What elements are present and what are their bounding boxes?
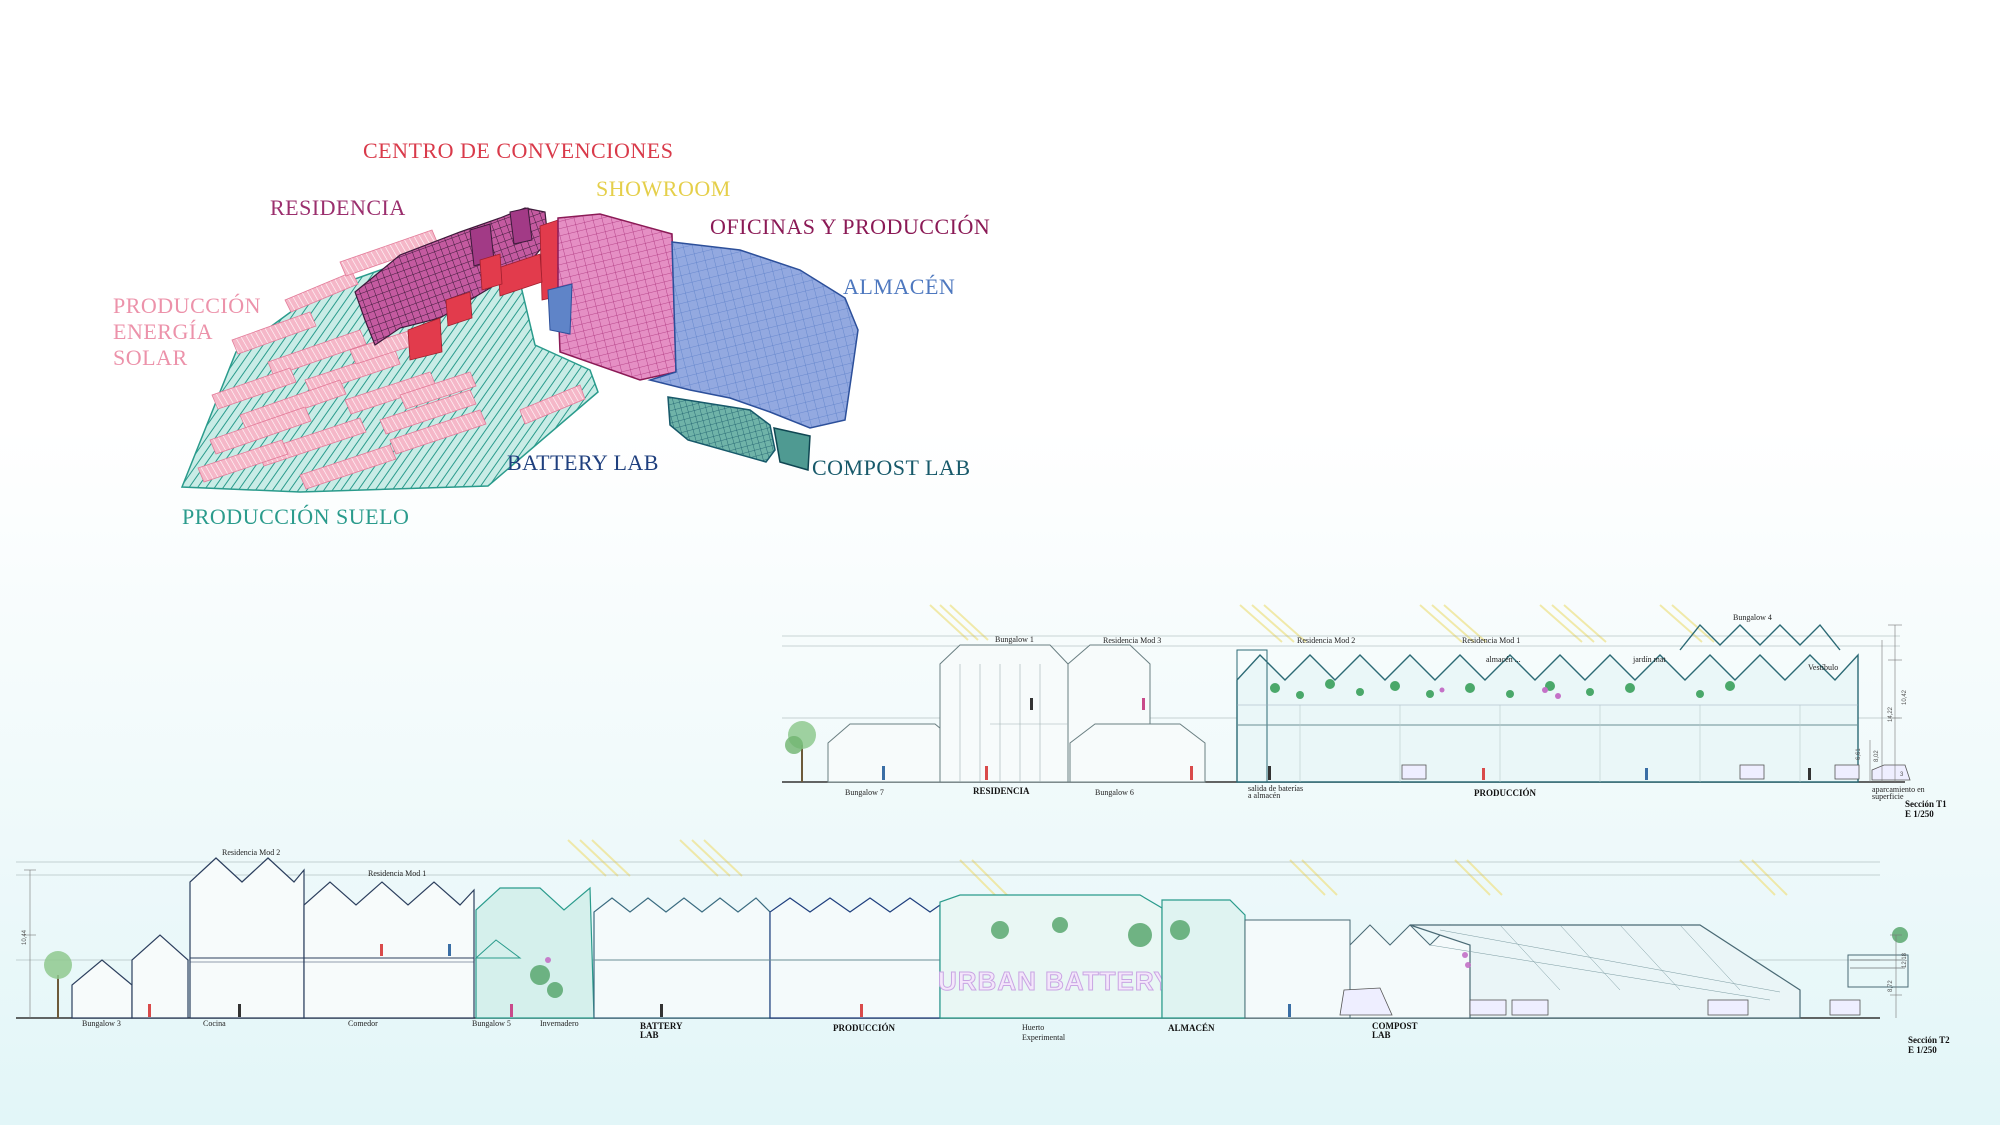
roof-label-bungalow4: Bungalow 4: [1733, 613, 1772, 622]
t1-title: Sección T1: [1905, 799, 1947, 809]
roof-label-residencia-mod3: Residencia Mod 3: [1103, 636, 1161, 645]
label-produccion-energia-solar: PRODUCCIÓN ENERGÍA SOLAR: [113, 293, 261, 371]
t1-label-salida-2: a almacén: [1248, 791, 1280, 800]
t1-label-aparc-2: superficie: [1872, 792, 1904, 801]
label-centro-convenciones: CENTRO DE CONVENCIONES: [363, 138, 674, 163]
dim-5: 3: [1900, 772, 1904, 778]
label-solar-line1: PRODUCCIÓN: [113, 293, 262, 318]
roof-label-residencia-mod2: Residencia Mod 2: [1297, 636, 1355, 645]
compost-lab-block: [773, 427, 811, 471]
dim-3: 8,02: [1874, 750, 1880, 762]
t1-label-bungalow6: Bungalow 6: [1095, 788, 1134, 797]
t1-label-produccion: PRODUCCIÓN: [1474, 788, 1536, 798]
almacen-blocks: [647, 241, 859, 429]
roof-label-residencia-mod1: Residencia Mod 1: [1462, 636, 1520, 645]
label-residencia: RESIDENCIA: [270, 195, 406, 220]
people-t1: [882, 698, 1811, 780]
dim-2: 14,22: [1888, 706, 1894, 722]
vehicles-t1: [1401, 764, 1911, 781]
dim-1: 10,42: [1902, 689, 1908, 705]
t1-label-salida-1: salida de baterías: [1248, 784, 1303, 793]
label-showroom: SHOWROOM: [596, 176, 731, 201]
bungalow-6-house: [1069, 723, 1206, 783]
convenciones-blocks: [407, 219, 561, 361]
roof-label-vestibulo: Vestíbulo: [1808, 663, 1838, 672]
axonometric-diagram: [180, 207, 859, 493]
label-almacen: ALMACÉN: [843, 274, 956, 299]
dim-4: 6,61: [1856, 748, 1862, 760]
solar-panels: [197, 229, 586, 490]
bungalow-7-house: [827, 723, 959, 783]
label-compost-lab: COMPOST LAB: [812, 455, 971, 480]
t1-label-residencia: RESIDENCIA: [973, 786, 1030, 796]
label-oficinas-produccion: OFICINAS Y PRODUCCIÓN: [710, 214, 991, 239]
tree-t1: [785, 721, 816, 782]
hanging-plants: [1270, 679, 1735, 699]
battery-lab-block: [667, 396, 776, 463]
roof-label-jardin: jardín mat: [1632, 655, 1666, 664]
label-produccion-suelo: PRODUCCIÓN SUELO: [182, 504, 410, 529]
residencia-house: [939, 644, 1069, 783]
roof-label-almacen: almacén ...: [1486, 655, 1521, 664]
t1-scale: E 1/250: [1905, 809, 1934, 819]
roof-label-bungalow1: Bungalow 1: [995, 635, 1034, 644]
produccion-greenhouse: [1236, 653, 1859, 783]
t1-label-aparc-1: aparcamiento en: [1872, 785, 1925, 794]
label-solar-line2: ENERGÍA: [113, 319, 214, 344]
label-solar-line3: SOLAR: [113, 345, 188, 370]
t1-label-bungalow7: Bungalow 7: [845, 788, 884, 797]
label-battery-lab: BATTERY LAB: [507, 450, 659, 475]
